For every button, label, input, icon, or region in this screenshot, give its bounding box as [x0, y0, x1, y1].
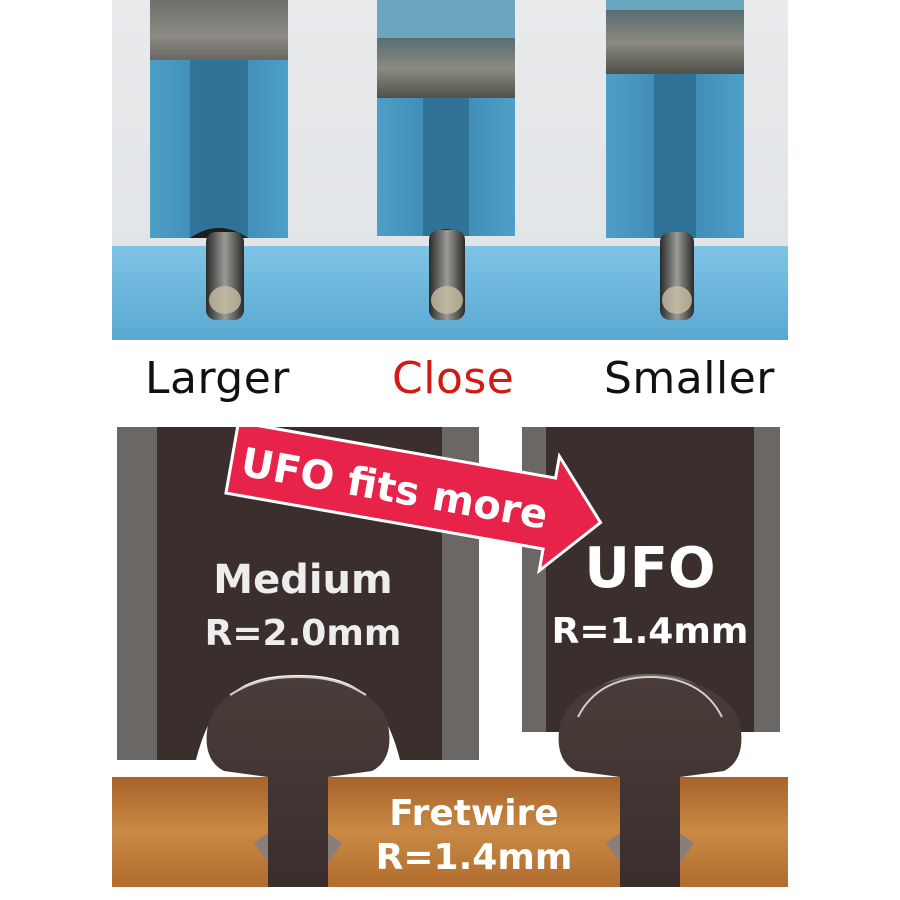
photo-close-radius — [337, 0, 562, 340]
photo-smaller-radius — [562, 0, 788, 340]
fret-file-photo — [337, 0, 562, 340]
fret-file-photo — [562, 0, 788, 340]
fret-crown-diagram-svg: UFO fits more Medium R=2.0mm UFO R=1.4mm… — [112, 427, 788, 887]
photo-larger-radius — [112, 0, 337, 340]
fret-file-photo-strip — [112, 0, 788, 340]
medium-file-radius: R=2.0mm — [205, 613, 402, 654]
ufo-file-name: UFO — [584, 536, 715, 601]
fret-crown-left — [206, 675, 390, 887]
label-smaller: Smaller — [604, 353, 775, 404]
ufo-file-radius: R=1.4mm — [552, 611, 749, 652]
label-close: Close — [392, 353, 515, 404]
comparison-labels: Larger Close Smaller — [0, 345, 900, 415]
fretwire-radius: R=1.4mm — [376, 837, 573, 878]
medium-file-name: Medium — [213, 557, 392, 603]
fret-crown-right — [558, 675, 742, 887]
fretwire-name: Fretwire — [389, 793, 558, 834]
fret-file-photo — [112, 0, 337, 340]
label-larger: Larger — [145, 353, 290, 404]
fret-crown-diagram: UFO fits more Medium R=2.0mm UFO R=1.4mm… — [112, 427, 788, 887]
